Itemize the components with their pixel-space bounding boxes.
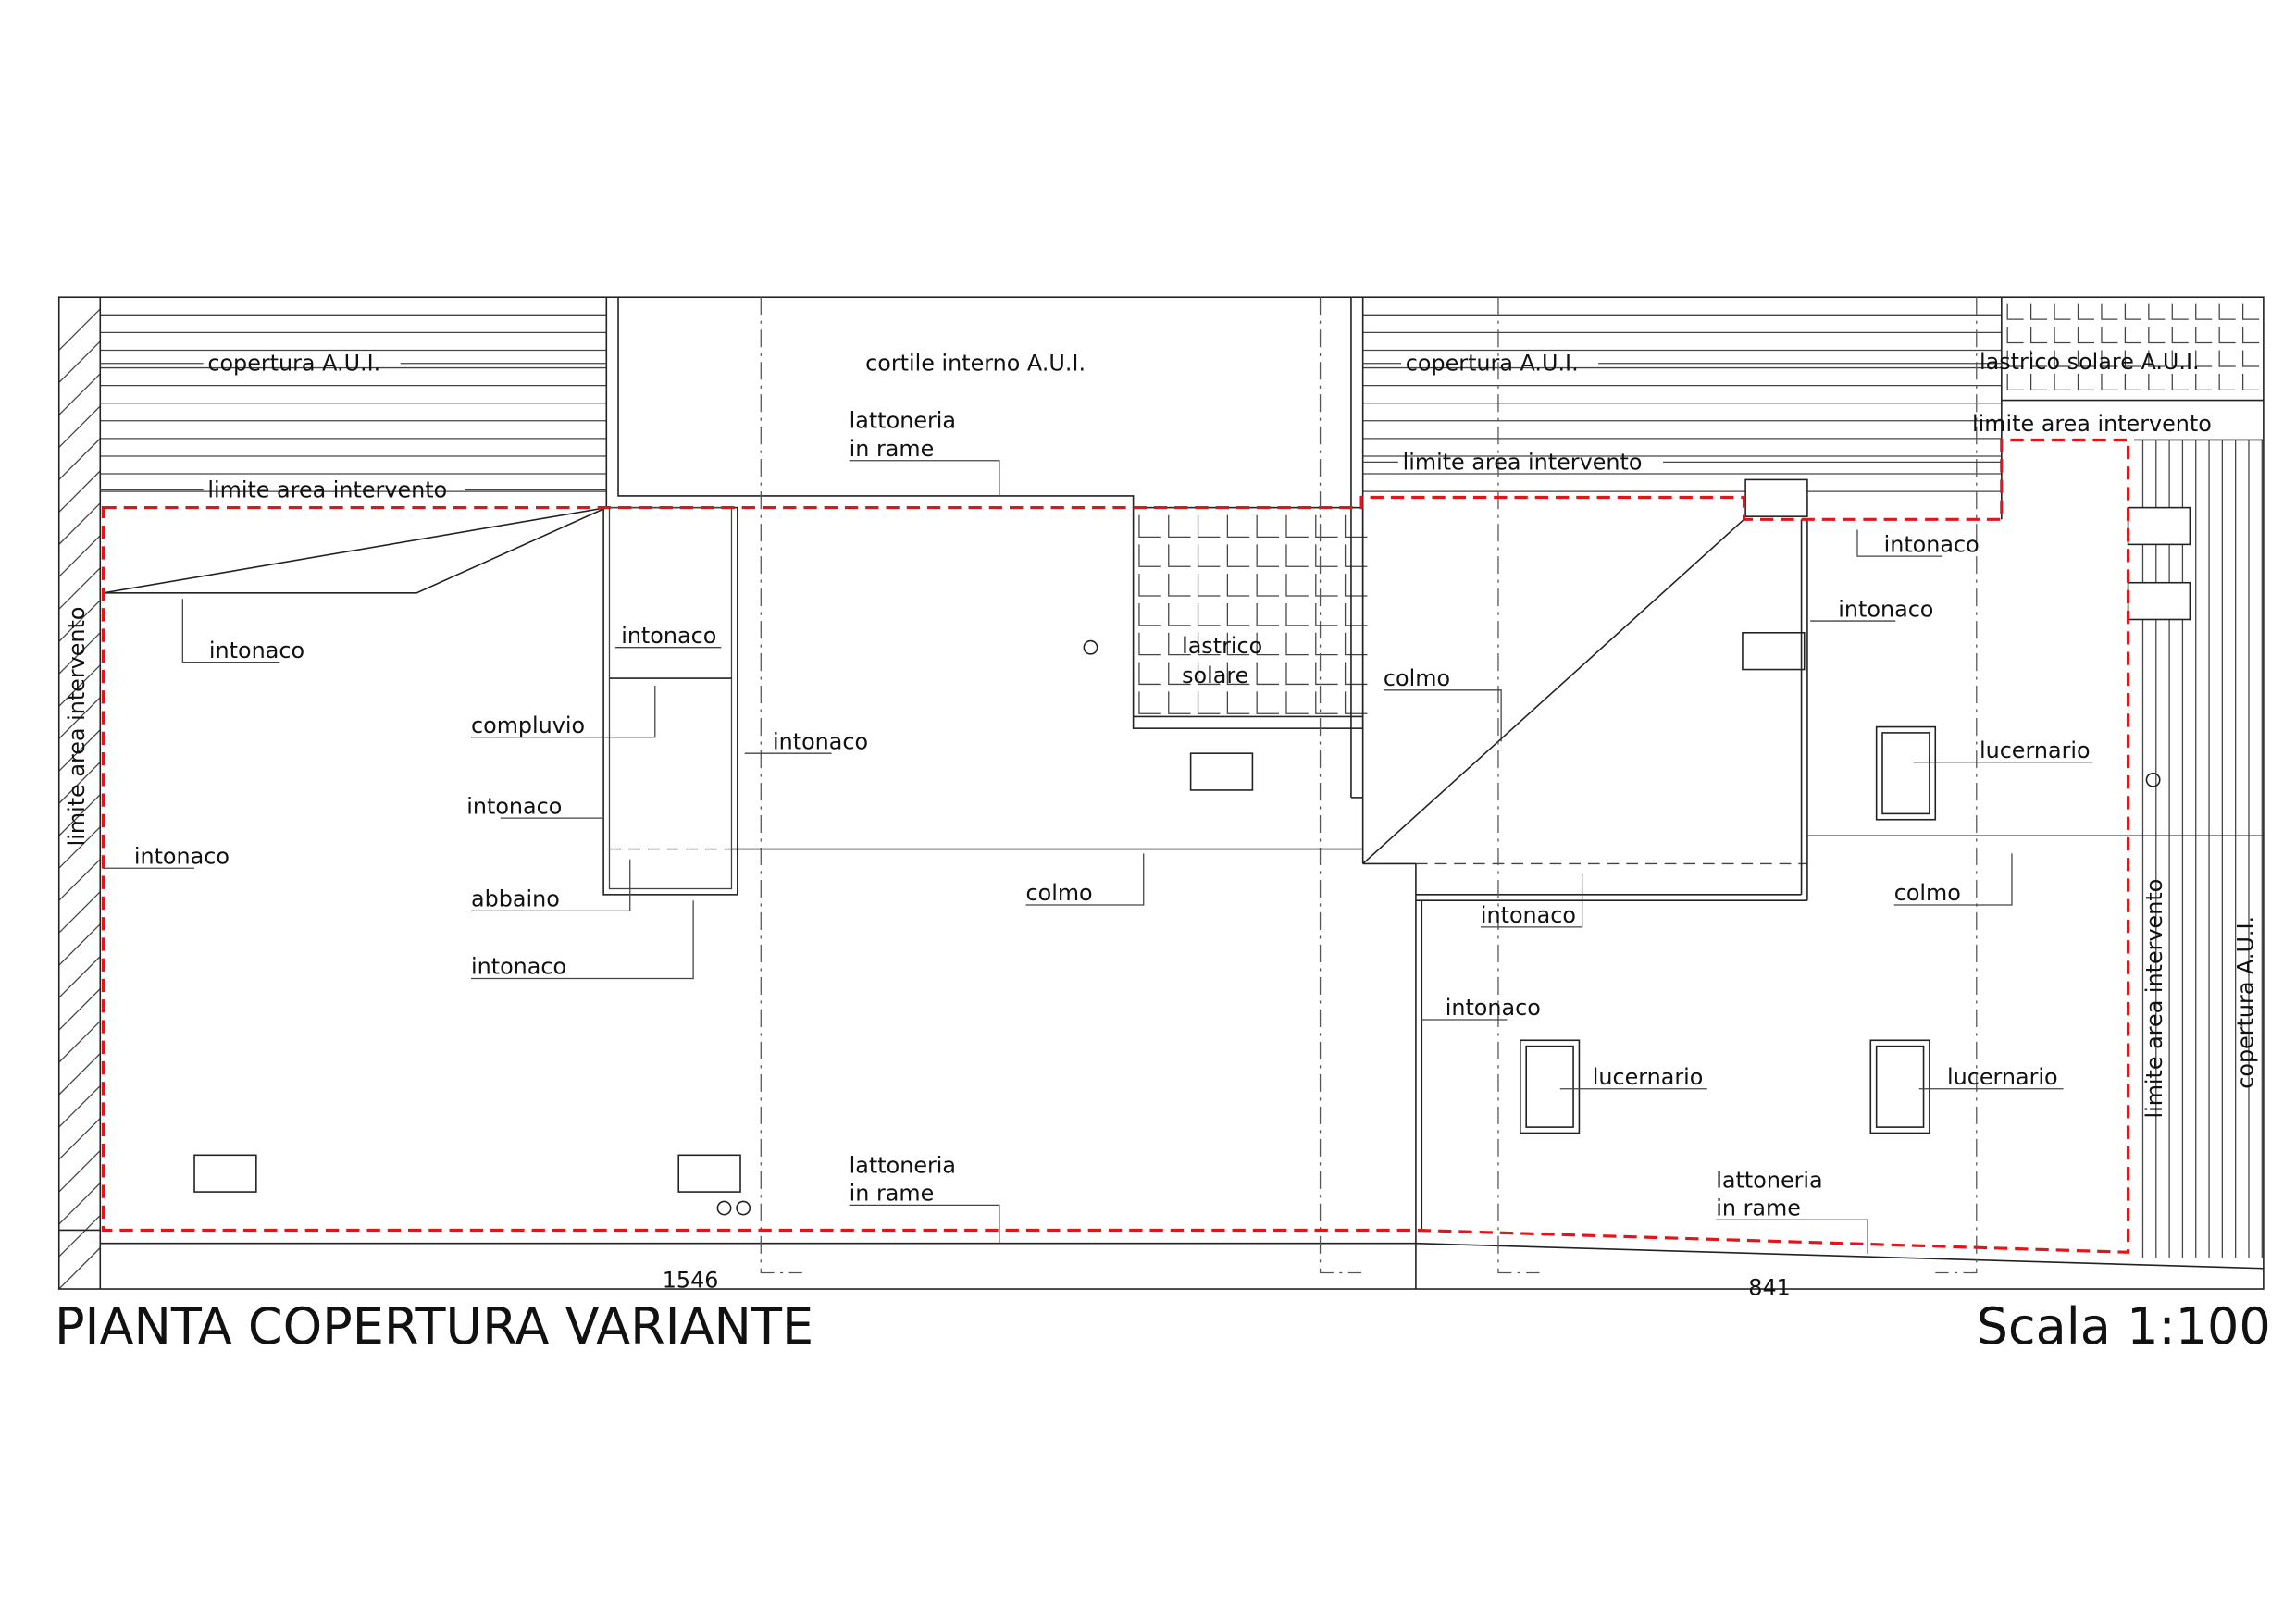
skylight <box>1869 1039 1930 1134</box>
terrace-tiles <box>1138 303 2260 714</box>
label-copertura-a-u-i: copertura A.U.I. <box>1406 351 1579 377</box>
label-intonaco: intonaco <box>1446 995 1541 1021</box>
label-cortile-interno-a-u-i: cortile interno A.U.I. <box>865 351 1086 377</box>
drawing-scale: Scala 1:100 <box>1977 1297 2271 1356</box>
label-colmo: colmo <box>1026 880 1093 906</box>
label-intonaco: intonaco <box>134 843 230 869</box>
vent-box <box>193 1154 257 1193</box>
roof-elements <box>193 478 2191 1216</box>
label-intonaco: intonaco <box>209 638 304 663</box>
leader-line <box>849 460 1000 496</box>
labels: copertura A.U.I. cortile interno A.U.I. co… <box>64 349 2259 1220</box>
label-intonaco: intonaco <box>1838 596 1933 622</box>
leader-line <box>1856 529 1943 557</box>
skylight <box>1875 725 1937 821</box>
label-solare: solare <box>1182 663 1248 688</box>
label-intonaco: intonaco <box>1884 531 1980 557</box>
label-limite-area-intervento: limite area intervento <box>64 607 90 847</box>
label-intonaco: intonaco <box>466 793 562 819</box>
skylight <box>1520 1039 1581 1134</box>
vent-box <box>1189 752 1254 791</box>
label-intonaco: intonaco <box>1481 902 1576 928</box>
drain-icon <box>716 1200 732 1216</box>
label-colmo: colmo <box>1384 665 1450 691</box>
leader-line <box>1383 689 1502 742</box>
leader-line <box>471 900 694 980</box>
label-limite-area-intervento: limite area intervento <box>207 477 447 502</box>
label-lucernario: lucernario <box>1980 737 2091 763</box>
leader-line <box>1893 853 2013 906</box>
label-copertura-a-u-i: copertura A.U.I. <box>2233 916 2259 1089</box>
leader-line <box>181 599 280 663</box>
label-limite-area-intervento: limite area intervento <box>1972 411 2212 437</box>
intervention-boundary <box>101 438 2130 1254</box>
leader-line <box>1025 853 1145 906</box>
vent-box <box>1744 478 1808 517</box>
axis-lines <box>760 297 1978 1274</box>
vent-box <box>1742 631 1806 671</box>
label-leaders <box>100 363 2093 1254</box>
label-lucernario: lucernario <box>1593 1064 1704 1090</box>
vent-box <box>2127 506 2191 546</box>
hatched-wall <box>58 308 101 1290</box>
label-in-rame: in rame <box>850 1181 935 1207</box>
label-lattoneria: lattoneria <box>850 408 956 434</box>
drain-icon <box>736 1200 751 1216</box>
roof-covering-lines <box>100 314 2263 1258</box>
label-lattoneria: lattoneria <box>850 1152 956 1178</box>
label-in-rame: in rame <box>850 436 935 462</box>
label-lucernario: lucernario <box>1947 1064 2058 1090</box>
label-intonaco: intonaco <box>773 728 868 754</box>
label-compluvio: compluvio <box>471 712 585 738</box>
label-in-rame: in rame <box>1716 1196 1801 1221</box>
drain-icon <box>1083 639 1098 655</box>
label-lattoneria: lattoneria <box>1716 1167 1822 1193</box>
label-limite-area-intervento: limite area intervento <box>1403 449 1643 475</box>
label-limite-area-intervento: limite area intervento <box>2141 879 2167 1119</box>
label-intonaco: intonaco <box>471 954 566 980</box>
label-lastrico-solare-a-u-i: lastrico solare A.U.I. <box>1980 349 2200 375</box>
label-copertura-a-u-i: copertura A.U.I. <box>207 351 380 377</box>
building-outline <box>57 296 2265 1290</box>
dimension-841: 841 <box>1748 1274 1791 1300</box>
leader-line <box>1716 1219 1868 1254</box>
label-lastrico: lastrico <box>1182 633 1262 659</box>
vent-box <box>677 1154 741 1193</box>
leader-line <box>471 859 631 911</box>
leader-line <box>1480 873 1583 928</box>
drawing-title: PIANTA COPERTURA VARIANTE <box>55 1297 813 1356</box>
dimension-1546: 1546 <box>663 1267 719 1293</box>
leader-line <box>471 686 656 738</box>
label-colmo: colmo <box>1894 880 1961 906</box>
leader-line <box>849 1204 1000 1244</box>
vent-box <box>2127 581 2191 621</box>
drain-icon <box>2145 772 2161 787</box>
label-abbaino: abbaino <box>471 886 560 912</box>
label-intonaco: intonaco <box>621 623 716 649</box>
